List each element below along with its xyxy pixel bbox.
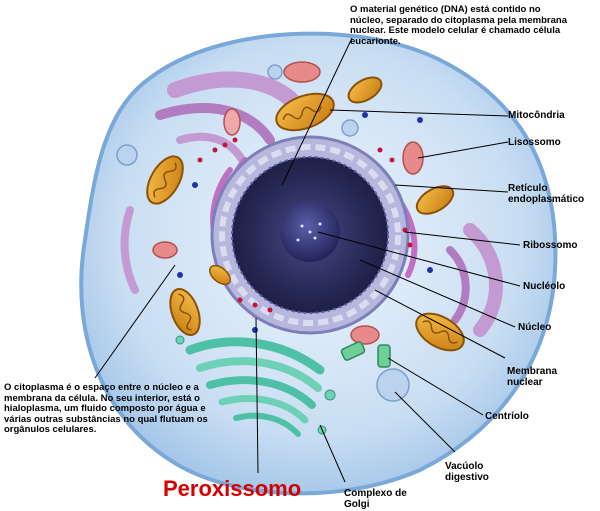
cytoplasm-note: O citoplasma é o espaço entre o núcleo e… <box>4 382 209 436</box>
mitochondria <box>146 76 465 352</box>
mitochondrion <box>275 92 335 132</box>
lysosome <box>152 241 178 259</box>
leader-lines <box>94 37 521 483</box>
mitochondrion <box>146 155 184 205</box>
lysosome <box>402 141 424 175</box>
label-mitocondria: Mitocôndria <box>508 110 565 121</box>
caption-peroxissomo: Peroxissomo <box>163 476 302 501</box>
vacuoles <box>116 64 410 402</box>
vacuole <box>116 144 138 166</box>
mitochondrion <box>169 288 201 336</box>
mitochondrion <box>415 312 465 352</box>
nucleolus <box>280 202 340 262</box>
mitochondrion <box>209 264 231 286</box>
label-lisossomo: Lisossomo <box>508 137 561 148</box>
vacuole <box>341 119 359 137</box>
lysosome <box>283 61 321 83</box>
dna-note: O material genético (DNA) está contido n… <box>350 4 570 47</box>
digestive-vacuole <box>376 368 410 402</box>
lysosome <box>350 325 380 345</box>
vacuole <box>267 64 283 80</box>
mitochondrion <box>415 185 455 215</box>
centrioles <box>340 341 391 368</box>
cytoplasm-note-bold: O citoplasma <box>4 382 64 393</box>
dna-note-rest: está contido no núcleo, separado do cito… <box>350 4 567 47</box>
lysosome <box>223 108 241 136</box>
label-nucleolo: Nucléolo <box>523 281 566 292</box>
lysosomes <box>152 61 424 345</box>
label-centriolo: Centríolo <box>485 411 529 422</box>
dna-note-bold: O material genético (DNA) <box>350 4 468 15</box>
golgi-complex <box>175 335 336 437</box>
mitochondrion <box>347 76 383 104</box>
label-ribossomo: Ribossomo <box>523 240 578 251</box>
cytoplasm-note-rest: é o espaço entre o núcleo e a membrana d… <box>4 382 208 435</box>
label-nucleo: Núcleo <box>518 322 552 333</box>
